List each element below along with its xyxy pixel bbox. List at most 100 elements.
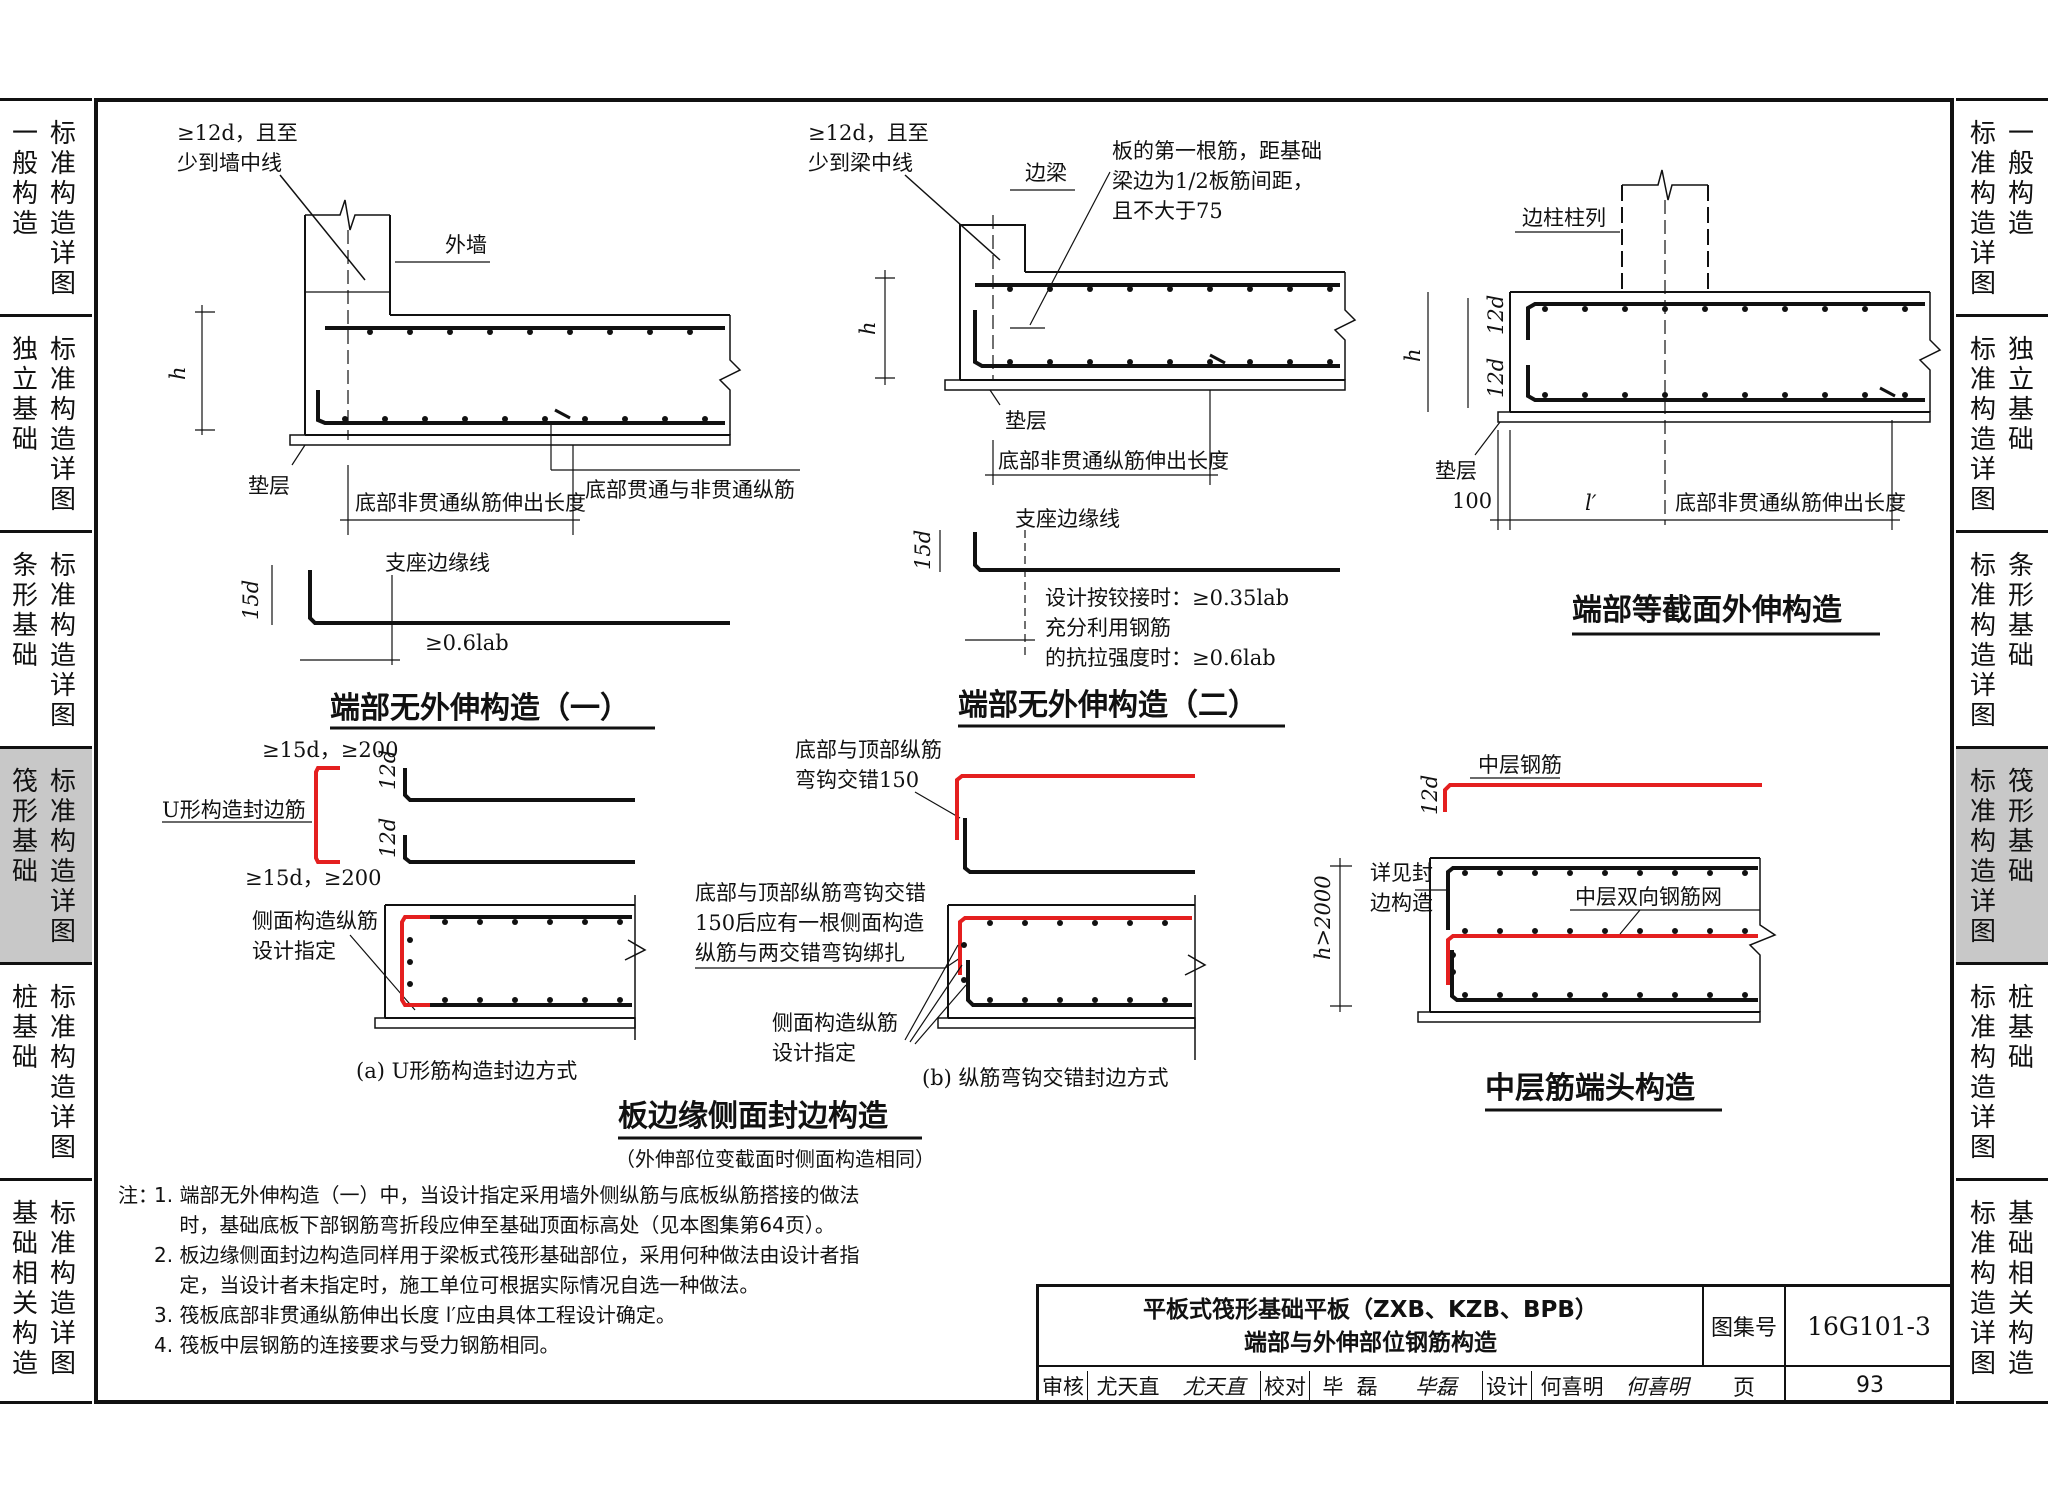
d5-mid-label: 中层钢筋 xyxy=(1478,753,1562,777)
d5-mesh: 中层双向钢筋网 xyxy=(1575,885,1722,909)
note-line-5: 3. 筏板底部非贯通纵筋伸出长度 l′应由具体工程设计确定。 xyxy=(154,1303,676,1327)
checker-signature: 毕磊 xyxy=(1390,1370,1483,1401)
d4-b-break xyxy=(1184,954,1207,976)
left-tab-related-c2: 标准构造详图 xyxy=(49,1199,76,1379)
left-tab-isolated[interactable]: 独立基础 标准构造详图 xyxy=(0,314,92,530)
d4-a-break xyxy=(624,939,647,961)
d5-h2000: h>2000 xyxy=(1311,875,1335,960)
d5-see-1: 详见封 xyxy=(1370,861,1433,885)
d4-b-cushion xyxy=(937,1017,1196,1029)
d3-len: 底部非贯通纵筋伸出长度 xyxy=(1675,491,1906,515)
d2-first-leader xyxy=(1029,171,1111,326)
diagram-end-extension: 边柱柱列 12d 12d h 垫层 100 l′ 底部非贯通纵筋伸出长度 xyxy=(1401,169,1942,636)
left-tab-general[interactable]: 一般构造 标准构造详图 xyxy=(0,98,92,314)
d1-anchor: ≥0.6lab xyxy=(425,631,509,655)
d2-len: 底部非贯通纵筋伸出长度 xyxy=(998,449,1229,473)
d4-b-side-leader2 xyxy=(909,964,963,1043)
d5-mid-bar-top-red xyxy=(1443,783,1762,812)
right-tab-pile[interactable]: 标准构造详图 桩基础 xyxy=(1956,962,2048,1178)
d3-h-label: h xyxy=(1401,348,1425,362)
right-tab-related-c1: 标准构造详图 xyxy=(1969,1199,1996,1379)
d1-note-line1: ≥12d，且至 xyxy=(177,121,298,145)
title-block: 平板式筏形基础平板（ZXB、KZB、BPB） 端部与外伸部位钢筋构造 图集号 1… xyxy=(1036,1284,1954,1404)
d3-lap-mark xyxy=(1879,386,1896,398)
d4-b-bot-hook xyxy=(963,818,1195,874)
right-tab-related[interactable]: 标准构造详图 基础相关构造 xyxy=(1956,1178,2048,1404)
d5-top-bar xyxy=(1446,866,1758,930)
signature-row: 审核 尤天直 尤天直 校对 毕 磊 毕磊 设计 何喜明 何喜明 xyxy=(1039,1367,1704,1404)
designer-name: 何喜明 xyxy=(1540,1374,1604,1399)
left-tab-related[interactable]: 基础相关构造 标准构造详图 xyxy=(0,1178,92,1404)
d1-wall-label: 外墙 xyxy=(445,233,487,257)
d2-15d: 15d xyxy=(911,530,935,570)
d4-u-bar-red xyxy=(314,766,340,864)
d2-title: 端部无外伸构造（二） xyxy=(958,688,1258,723)
d2-bottom-bar xyxy=(973,310,1340,368)
d2-bottom-dots xyxy=(1007,359,1333,365)
d4-a-cushion xyxy=(374,1017,636,1029)
d2-note-line1: ≥12d，且至 xyxy=(808,121,929,145)
d3-title: 端部等截面外伸构造 xyxy=(1572,593,1842,628)
d4-a-top-hook xyxy=(403,768,635,802)
left-tab-strip[interactable]: 条形基础 标准构造详图 xyxy=(0,530,92,746)
d2-cushion-label: 垫层 xyxy=(1005,409,1047,433)
left-tab-strip-c1: 条形基础 xyxy=(11,551,38,671)
d3-cushion xyxy=(1497,411,1931,423)
notes-section: 注： 1. 端部无外伸构造（一）中，当设计指定采用墙外侧纵筋与底板纵筋搭接的做法… xyxy=(118,1180,1018,1360)
d2-top-dots xyxy=(1007,286,1333,292)
left-tab-pile-c2: 标准构造详图 xyxy=(49,983,76,1163)
d5-break-right xyxy=(1748,858,1777,1012)
d4-side-2: 设计指定 xyxy=(252,939,336,963)
d2-first-2: 梁边为1/2板筋间距， xyxy=(1112,169,1314,193)
right-tab-isolated[interactable]: 标准构造详图 独立基础 xyxy=(1956,314,2048,530)
d1-cushion-leader xyxy=(291,444,306,466)
d4-b-hook-2: 弯钩交错150 xyxy=(795,768,919,792)
right-tab-general-c2: 一般构造 xyxy=(2007,119,2034,239)
d1-cushion-label: 垫层 xyxy=(248,474,290,498)
diagram-edge-closure: ≥15d，≥200 U形构造封边筋 ≥15d，≥200 12d 12d 侧面构造… xyxy=(162,738,1207,1171)
d2-lap-mark xyxy=(1209,353,1226,365)
check-label: 校对 xyxy=(1261,1370,1310,1401)
d2-support: 支座边缘线 xyxy=(1015,507,1120,531)
d4-b-hook-1: 底部与顶部纵筋 xyxy=(795,738,942,762)
left-tab-raft[interactable]: 筏形基础 标准构造详图 xyxy=(0,746,92,962)
d4-12d-a: 12d xyxy=(376,750,400,790)
d2-leader-12d xyxy=(904,174,1001,261)
d4-b-top-hook-red xyxy=(955,774,1195,840)
d4-b-note-3: 纵筋与两交错弯钩绑扎 xyxy=(695,941,905,965)
d2-cushion-leader xyxy=(989,389,1001,406)
notes-label: 注： xyxy=(118,1183,158,1207)
d4-a-u-red xyxy=(400,915,430,1007)
d4-b-dots xyxy=(961,920,1168,1003)
right-tab-general[interactable]: 标准构造详图 一般构造 xyxy=(1956,98,2048,314)
left-tab-pile[interactable]: 桩基础 标准构造详图 xyxy=(0,962,92,1178)
d4-12d-b: 12d xyxy=(376,818,400,858)
atlas-label: 图集号 xyxy=(1704,1287,1786,1367)
d3-12d-b: 12d xyxy=(1484,358,1508,398)
left-tab-pile-c1: 桩基础 xyxy=(11,983,38,1073)
right-tab-strip[interactable]: 标准构造详图 条形基础 xyxy=(1956,530,2048,746)
d5-see-2: 边构造 xyxy=(1370,891,1433,915)
d3-top-bar xyxy=(1526,302,1925,340)
note-line-1: 1. 端部无外伸构造（一）中，当设计指定采用墙外侧纵筋与底板纵筋搭接的做法 xyxy=(154,1183,860,1207)
d4-a-top: ≥15d，≥200 xyxy=(262,738,398,762)
right-tab-raft[interactable]: 标准构造详图 筏形基础 xyxy=(1956,746,2048,962)
d3-12d-a: 12d xyxy=(1484,295,1508,335)
diagram-end-no-extension-1: ≥12d，且至 少到墙中线 外墙 h 垫层 xyxy=(166,121,800,730)
designer-signature: 何喜明 xyxy=(1625,1374,1689,1399)
d4-b-bottom-bar xyxy=(966,960,1192,1007)
d4-b-note-1: 底部与顶部纵筋弯钩交错 xyxy=(695,881,926,905)
note-line-6: 4. 筏板中层钢筋的连接要求与受力钢筋相同。 xyxy=(154,1333,560,1357)
d3-w100: 100 xyxy=(1452,489,1492,513)
d2-hinge: 设计按铰接时：≥0.35lab xyxy=(1045,586,1289,610)
diagram-mid-layer-end: 中层钢筋 12d 详见封 边构造 中层双向钢筋网 h>2000 中层筋端头构造 xyxy=(1311,753,1777,1112)
note-line-3: 2. 板边缘侧面封边构造同样用于梁板式筏形基础部位，采用何种做法由设计者指 xyxy=(154,1243,860,1267)
left-tab-raft-c1: 筏形基础 xyxy=(11,767,38,887)
d3-col-label: 边柱柱列 xyxy=(1522,206,1606,230)
d5-title: 中层筋端头构造 xyxy=(1485,1071,1695,1106)
d1-bottom-dots xyxy=(342,416,708,422)
d4-b-top-bar-red xyxy=(958,916,1192,975)
d1-h-label: h xyxy=(166,366,190,380)
page-label: 页 xyxy=(1704,1367,1786,1404)
d1-top-dots xyxy=(367,329,693,335)
